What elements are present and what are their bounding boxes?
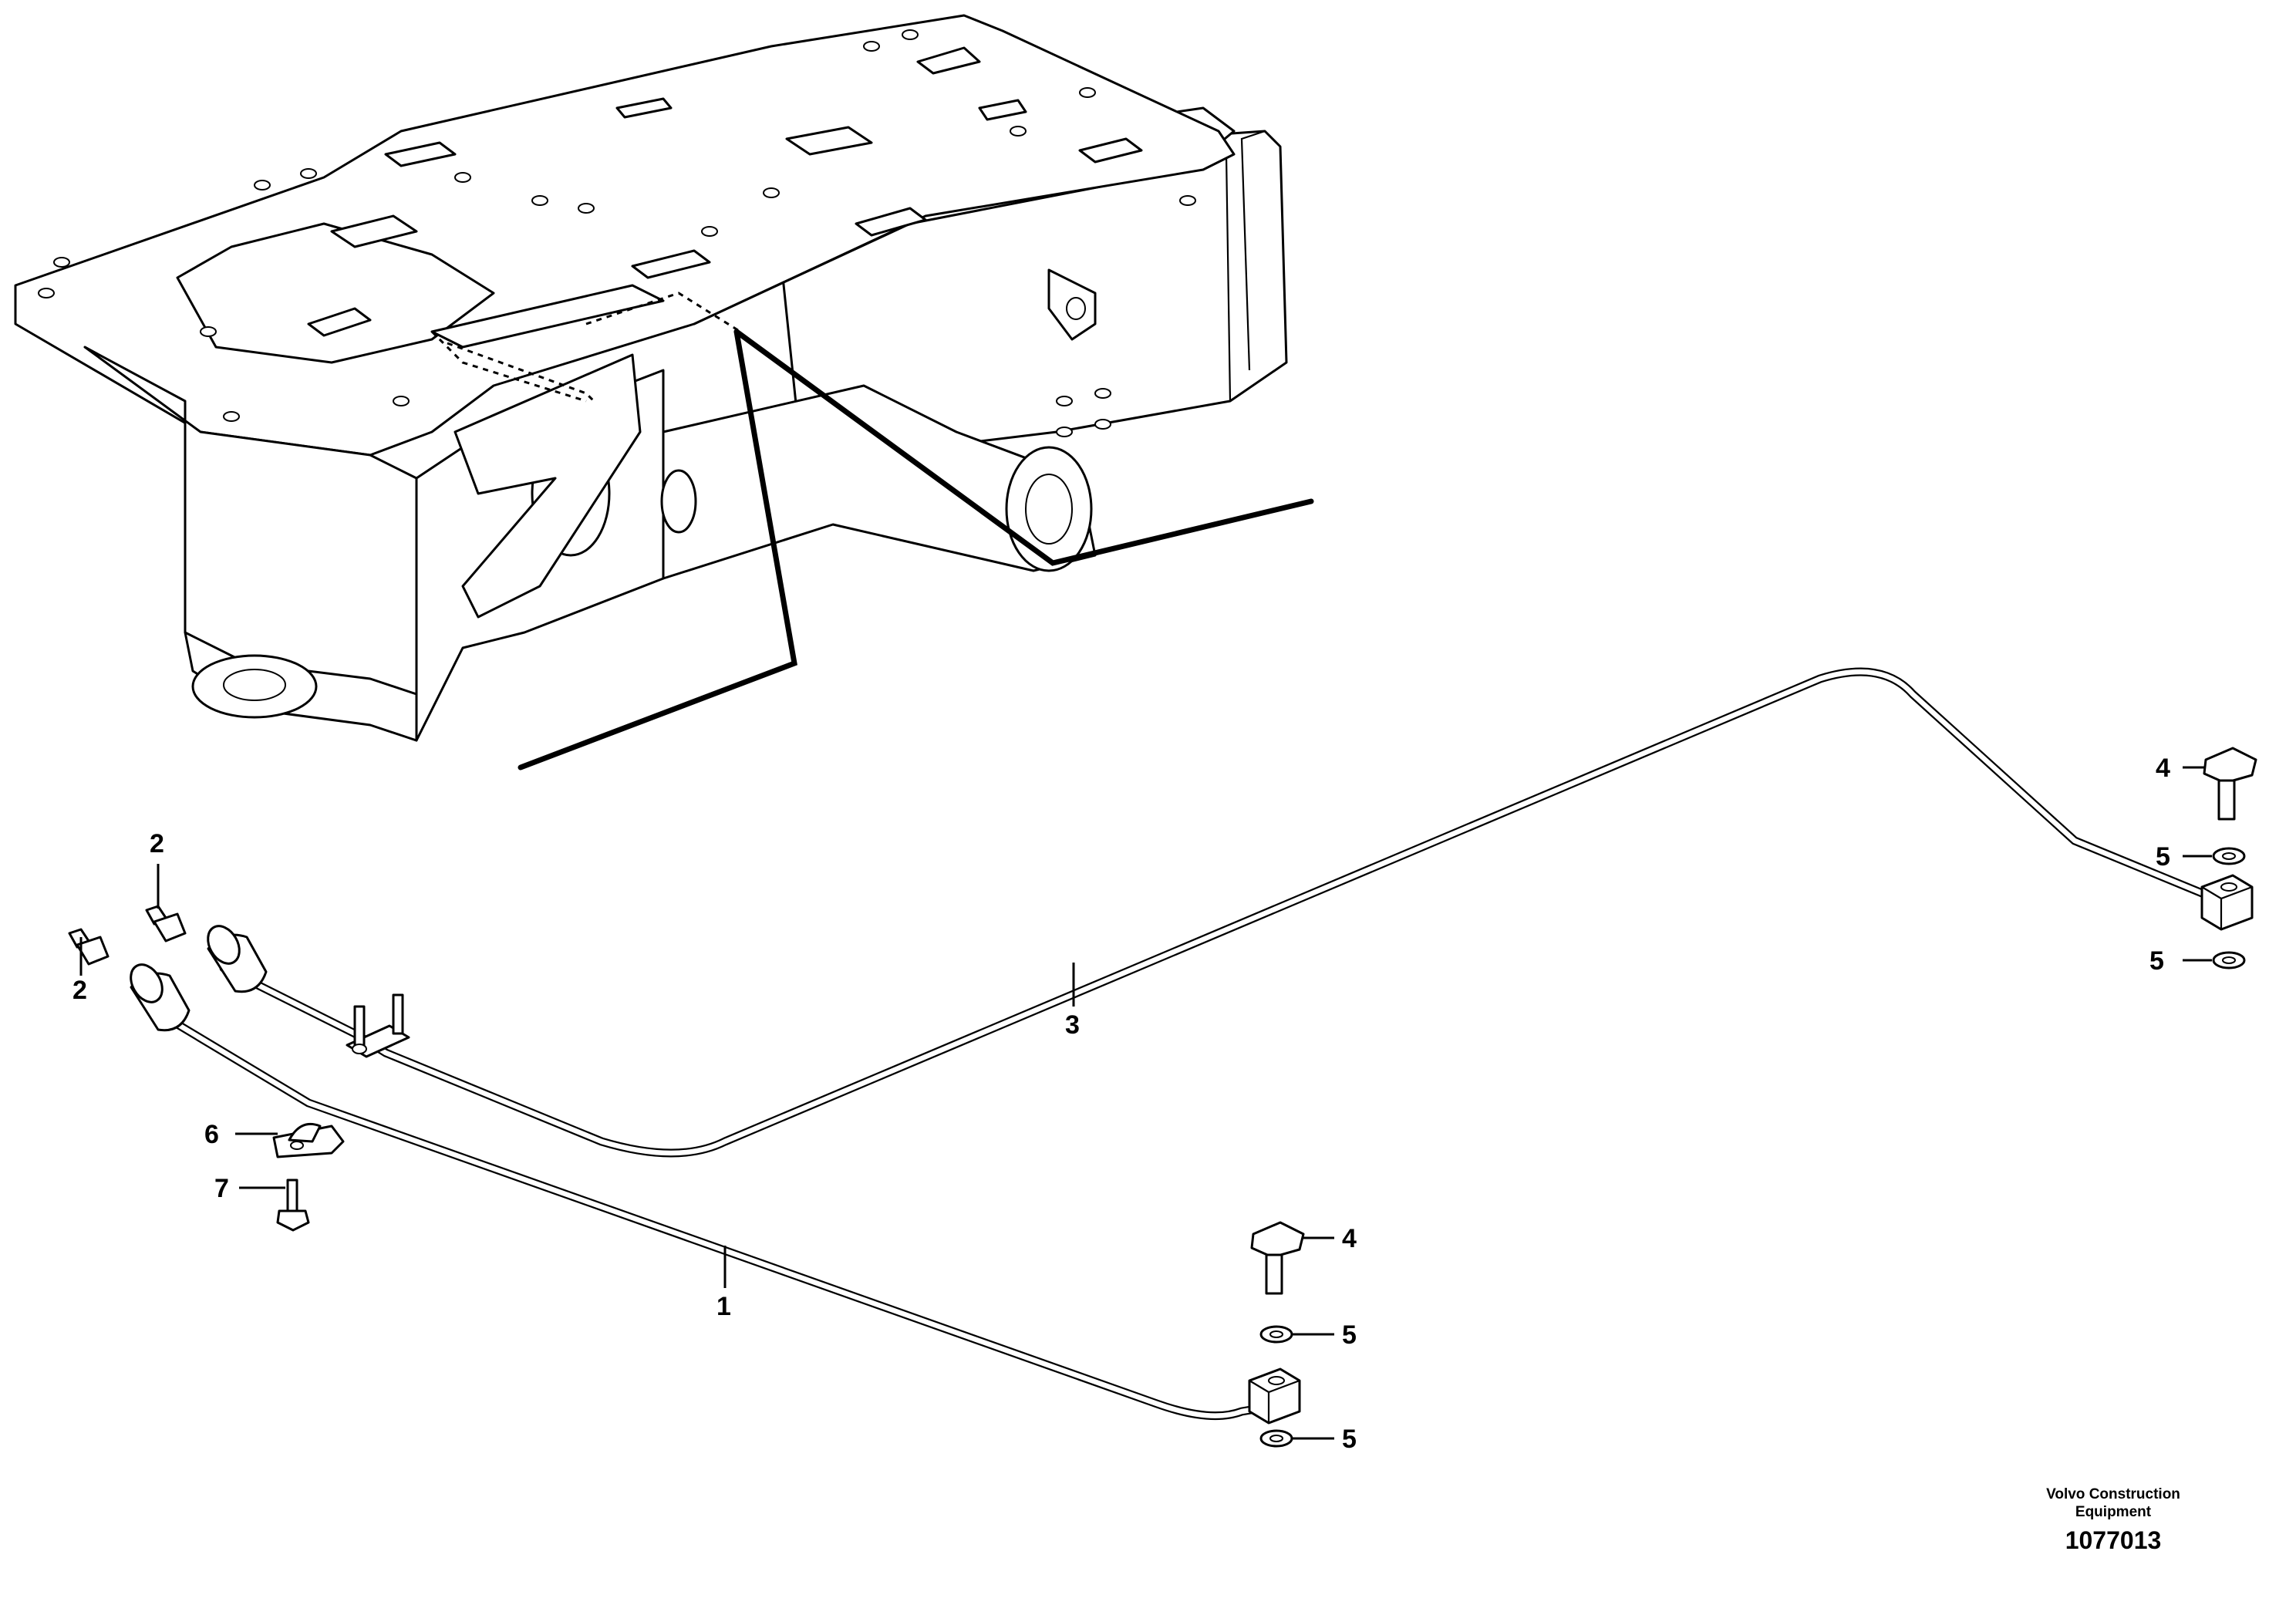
callout-2-upper: 2	[150, 829, 164, 858]
callouts: 2 2 3 1 6 7 4 5 5 4 5 5	[72, 754, 2170, 1454]
washer-5-right-top	[2212, 847, 2246, 865]
title-block: Volvo Construction Equipment 1077013	[2046, 1486, 2180, 1554]
sensor-lower	[68, 928, 190, 1032]
callout-6: 6	[204, 1120, 219, 1149]
maker-line-2: Equipment	[2075, 1504, 2152, 1520]
washer-5-lower-bottom	[1259, 1429, 1293, 1448]
callout-5-lower-bottom: 5	[1342, 1425, 1357, 1454]
callout-7: 7	[214, 1174, 229, 1203]
drawing-number: 1077013	[2065, 1526, 2162, 1554]
callout-5-right-bottom: 5	[2149, 946, 2164, 976]
tube-3	[219, 667, 2210, 1158]
callout-3: 3	[1065, 1010, 1080, 1040]
banjo-block-lower	[1248, 1367, 1301, 1425]
clamp-6	[272, 1122, 345, 1158]
callout-4-lower: 4	[1342, 1224, 1357, 1253]
callout-5-right-top: 5	[2156, 842, 2170, 872]
connection-lines	[518, 329, 1314, 771]
plug-4-lower	[1250, 1221, 1305, 1295]
washer-5-lower-top	[1259, 1325, 1293, 1344]
callout-4-right: 4	[2156, 754, 2170, 783]
callout-5-lower-top: 5	[1342, 1320, 1357, 1350]
maker-line-1: Volvo Construction	[2046, 1486, 2180, 1502]
callout-1: 1	[716, 1292, 731, 1321]
sensor-upper	[145, 905, 268, 993]
washer-5-right-bottom	[2212, 951, 2246, 969]
plug-4-right	[2203, 747, 2257, 821]
bolt-holes	[38, 29, 1196, 437]
front-frame-drawing	[14, 14, 1288, 742]
banjo-block-right	[2200, 874, 2254, 931]
leader-lines	[79, 766, 2212, 1440]
callout-2-lower: 2	[72, 976, 87, 1005]
tube-1	[150, 1006, 1269, 1421]
screw-7	[276, 1179, 310, 1232]
stud-bracket	[346, 993, 410, 1058]
